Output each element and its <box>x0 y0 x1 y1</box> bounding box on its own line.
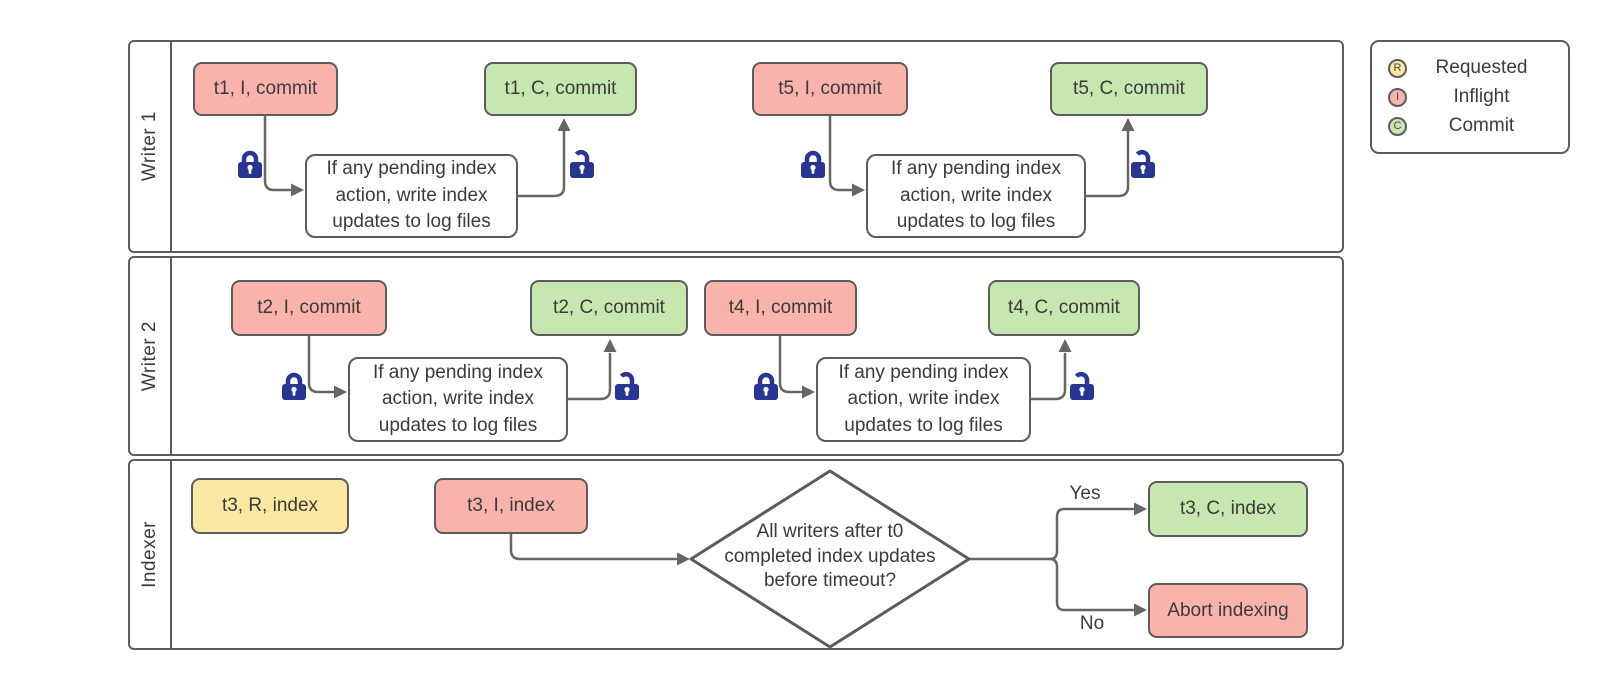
legend-row-inflight: I Inflight <box>1388 86 1556 108</box>
process-line: updates to log files <box>332 211 491 233</box>
node-t1-commit: t1, C, commit <box>484 62 637 116</box>
node-t4-inflight: t4, I, commit <box>704 280 857 336</box>
legend-label: Inflight <box>1453 86 1510 107</box>
commit-state-icon: C <box>1388 116 1407 136</box>
process-line: action, write index <box>899 184 1053 206</box>
process-line: If any pending index <box>326 158 497 180</box>
yes-label: Yes <box>1069 483 1101 504</box>
process-line: action, write index <box>847 388 1000 410</box>
legend: R Requested I Inflight C Commit <box>1370 40 1570 154</box>
node-t3-commit: t3, C, index <box>1148 481 1308 537</box>
process-line: updates to log files <box>896 211 1056 233</box>
node-abort-indexing: Abort indexing <box>1148 583 1308 638</box>
decision-line: All writers after t0 <box>756 521 904 542</box>
lane-label: Writer 1 <box>139 111 160 182</box>
legend-label: Commit <box>1448 115 1515 136</box>
node-process-t2: If any pending index action, write index… <box>348 357 568 442</box>
decision-text: All writers after t0 completed index upd… <box>700 520 960 594</box>
node-t2-inflight: t2, I, commit <box>231 280 387 336</box>
node-process-t1: If any pending index action, write index… <box>305 154 518 238</box>
process-line: updates to log files <box>378 414 538 436</box>
process-line: If any pending index <box>372 361 544 383</box>
decision-line: before timeout? <box>763 570 897 592</box>
node-t5-inflight: t5, I, commit <box>752 62 908 116</box>
inflight-state-icon: I <box>1388 87 1407 107</box>
requested-state-icon: R <box>1388 58 1407 78</box>
node-t4-commit: t4, C, commit <box>988 280 1140 336</box>
legend-label: Requested <box>1435 57 1528 78</box>
node-process-t4: If any pending index action, write index… <box>816 357 1031 442</box>
process-line: If any pending index <box>890 158 1062 180</box>
node-t5-commit: t5, C, commit <box>1050 62 1208 116</box>
node-t3-inflight: t3, I, index <box>434 478 588 534</box>
decision-line: completed index updates <box>724 545 936 567</box>
process-line: updates to log files <box>844 414 1003 436</box>
process-line: action, write index <box>335 184 488 206</box>
lane-label: Writer 2 <box>139 320 160 392</box>
legend-row-commit: C Commit <box>1388 115 1556 137</box>
node-t3-requested: t3, R, index <box>191 478 349 534</box>
process-line: If any pending index <box>838 361 1009 383</box>
process-line: action, write index <box>381 388 535 410</box>
lane-header-writer-2: Writer 2 <box>130 258 172 454</box>
node-t1-inflight: t1, I, commit <box>193 62 338 116</box>
node-process-t5: If any pending index action, write index… <box>866 154 1086 238</box>
legend-row-requested: R Requested <box>1388 57 1556 79</box>
lane-header-writer-1: Writer 1 <box>130 42 172 251</box>
no-label: No <box>1079 613 1105 634</box>
node-t2-commit: t2, C, commit <box>530 280 688 336</box>
lane-label: Indexer <box>139 521 160 588</box>
lane-header-indexer: Indexer <box>130 461 172 648</box>
